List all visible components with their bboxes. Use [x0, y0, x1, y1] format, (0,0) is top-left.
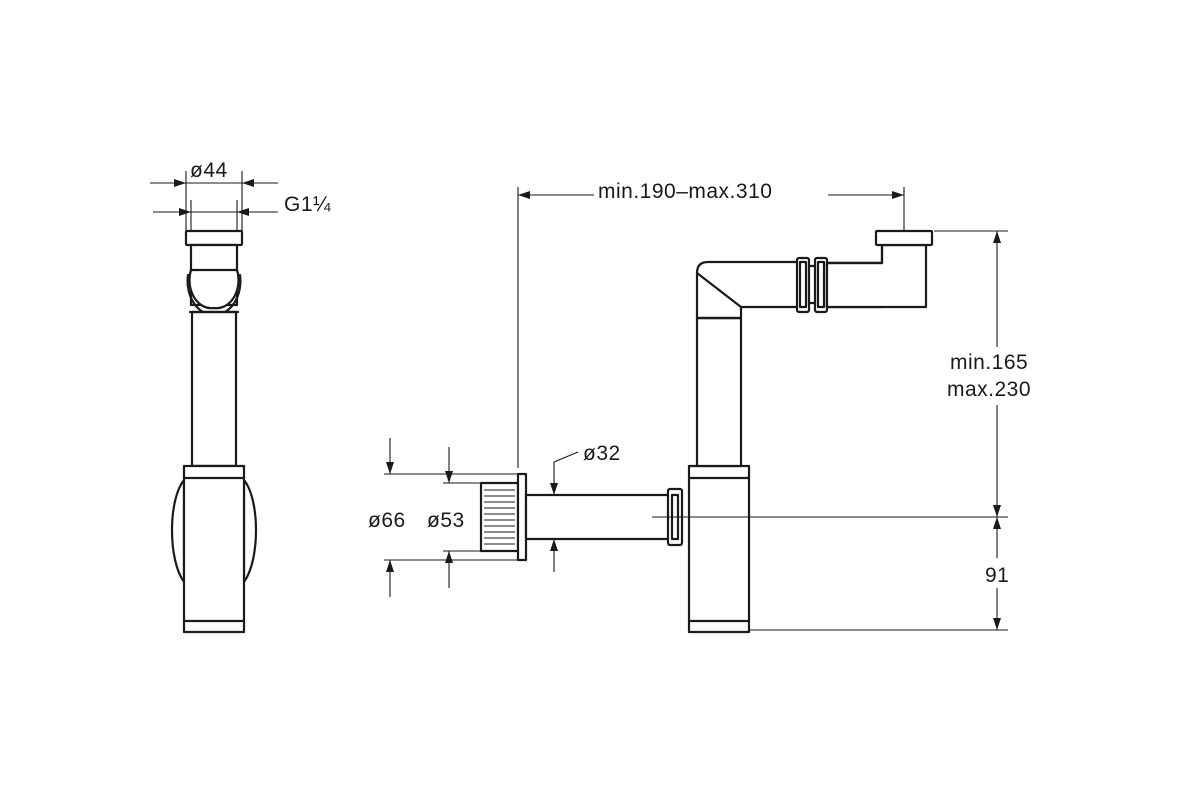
- dim-91-bg: [980, 558, 1016, 588]
- dim-thread: [153, 200, 278, 231]
- height-min-label: min.165: [950, 351, 1028, 374]
- diam-32-label: ø32: [583, 442, 621, 465]
- side-view: ø44 G1¼: [150, 159, 331, 634]
- dim-diam-53: [443, 447, 481, 588]
- thread-label: G1¼: [284, 193, 331, 216]
- coupling-gap: [807, 264, 817, 305]
- dim-diam-32: [550, 451, 579, 572]
- flange-ribs: [484, 489, 515, 545]
- dim-diam-44: [150, 171, 278, 231]
- bottle-body: [687, 464, 751, 634]
- side-bulge-right: [242, 478, 258, 584]
- wall-rosette: [516, 472, 528, 562]
- length-label: min.190–max.310: [598, 180, 772, 203]
- elbow: [695, 260, 802, 320]
- wall-flange: [479, 481, 520, 553]
- height-label-bg: [945, 347, 1053, 405]
- side-bottle-body: [182, 464, 246, 634]
- side-long-tube: [190, 310, 238, 468]
- coupling-right-inner: [816, 260, 826, 309]
- side-top-cap: [184, 229, 244, 247]
- side-elbow: [188, 268, 240, 310]
- dim-91: [749, 517, 1008, 631]
- side-bulge-left: [170, 478, 186, 584]
- top-cap: [874, 229, 934, 247]
- height-max-label: max.230: [947, 378, 1031, 401]
- arm-elbow: [825, 243, 928, 309]
- diam-53-label: ø53: [427, 509, 465, 532]
- diam-66-label: ø66: [368, 509, 406, 532]
- diam-44-label: ø44: [190, 159, 228, 182]
- vertical-tube: [695, 316, 743, 468]
- outlet-pipe: [524, 493, 672, 541]
- coupling-left-inner: [798, 260, 808, 309]
- dim-91-label: 91: [985, 564, 1009, 587]
- length-label-bg: [594, 178, 828, 202]
- front-view: min.190–max.310 min.165 max.230 91: [368, 178, 1053, 634]
